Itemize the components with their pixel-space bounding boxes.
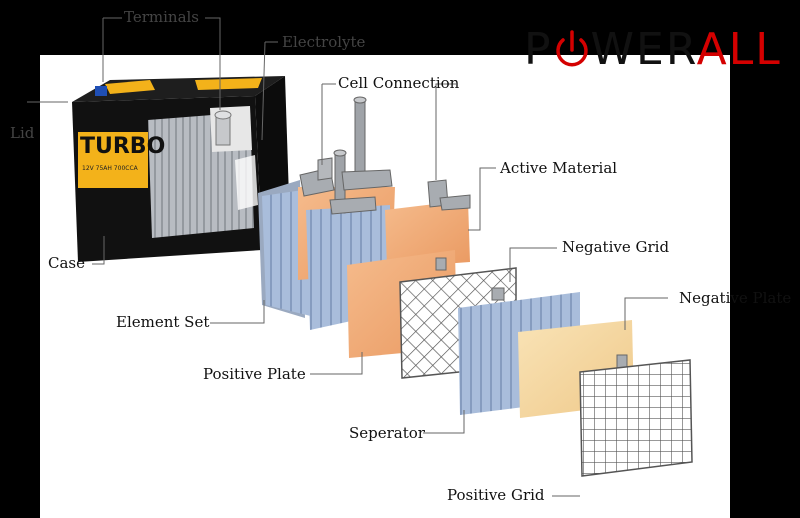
label-positive-grid: Positive Grid — [447, 486, 545, 504]
label-cell-connection: Cell Connection — [338, 74, 459, 92]
label-negative-plate: Negative Plate — [679, 289, 791, 307]
label-positive-plate: Positive Plate — [203, 365, 306, 383]
logo-text-wer: WER — [591, 24, 697, 75]
label-case: Case — [48, 254, 85, 272]
battery-spec: 12V 75AH 700CCA — [82, 165, 138, 172]
positive-grid — [580, 360, 692, 476]
power-icon — [553, 26, 591, 84]
powerall-logo: P WERALL — [524, 26, 782, 74]
label-negative-grid: Negative Grid — [562, 238, 669, 256]
label-terminals: Terminals — [124, 8, 199, 26]
label-seperator: Seperator — [349, 424, 425, 442]
label-active-material: Active Material — [500, 159, 617, 177]
cell-connection-post — [355, 100, 365, 175]
exploded-plates — [347, 250, 692, 476]
battery-brand: TURBO — [80, 134, 165, 159]
negative-terminal-cap — [95, 86, 107, 96]
label-element-set: Element Set — [116, 313, 209, 331]
logo-text-p: P — [524, 24, 553, 75]
label-electrolyte: Electrolyte — [282, 33, 365, 51]
logo-text-all: ALL — [697, 24, 782, 75]
label-lid: Lid — [10, 124, 34, 142]
